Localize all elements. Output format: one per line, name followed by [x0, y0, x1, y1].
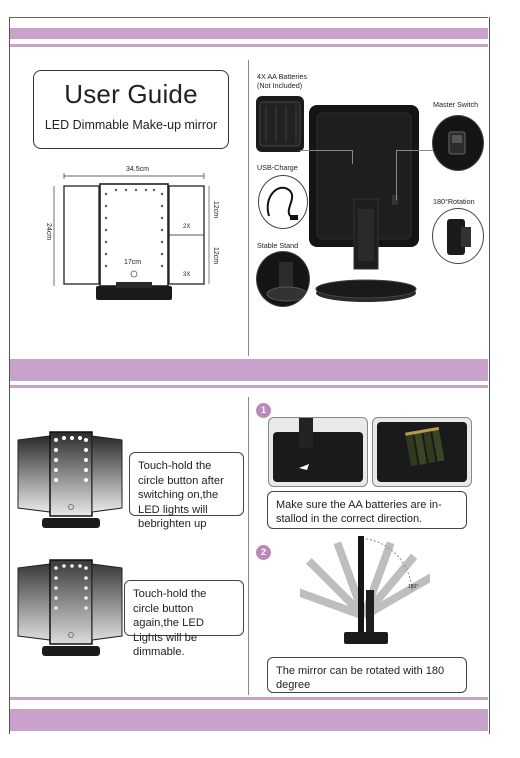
step-1-text: Make sure the AA batteries are in-stallo…: [267, 491, 467, 529]
mirror-dim-image: [16, 558, 124, 660]
leader-line-2: [300, 150, 352, 151]
bottom-band-thin: [10, 697, 488, 700]
leader-line-1: [352, 150, 353, 164]
top-rule: [10, 17, 488, 18]
center-width-label: 17cm: [124, 259, 142, 266]
page-frame: [9, 17, 490, 734]
title-box: User Guide LED Dimmable Make-up mirror: [33, 70, 229, 149]
power-switch-icon: [448, 131, 466, 155]
top-band-thin: [10, 44, 488, 47]
battery-cover-svg: [273, 418, 363, 482]
middle-band: [10, 359, 488, 381]
height-label: 24cm: [45, 222, 53, 241]
switch-photo: [432, 115, 484, 171]
mirror-back-view: [300, 95, 430, 305]
rotation-angle-label: 180°: [408, 584, 419, 590]
step-2-badge: 2: [256, 545, 271, 560]
page-subtitle: LED Dimmable Make-up mirror: [44, 118, 218, 132]
top-band: [10, 28, 488, 39]
step-2-text: The mirror can be rotated with 180 degre…: [267, 657, 467, 693]
stand-icon: [266, 262, 308, 302]
brighten-instruction: Touch-hold the circle button after switc…: [129, 452, 244, 530]
lower-right-dim-label: 12cm: [212, 246, 220, 265]
dimension-diagram: 34.5cm 24cm 17cm 12cm 12cm 2X 3X: [44, 166, 224, 316]
rotation-photo: [432, 208, 484, 264]
leader-line-3: [396, 150, 397, 200]
bottom-band: [10, 709, 488, 731]
step-1-badge: 1: [256, 403, 271, 418]
rotation-svg: [289, 536, 434, 644]
usb-cable-photo: [258, 175, 308, 229]
vertical-divider-top: [248, 60, 249, 356]
master-switch-label: Master Switch: [433, 100, 479, 109]
mirror-dim-svg: [17, 559, 123, 656]
usb-charge-label: USB-Charge: [257, 163, 298, 172]
mirror-bright-image: [16, 430, 124, 532]
leader-line-4: [396, 150, 433, 151]
mirror-outline-svg: [53, 173, 210, 300]
stand-photo: [256, 251, 310, 307]
battery-compartment-icon: [259, 101, 301, 147]
width-label: 34.5cm: [126, 166, 149, 173]
stable-stand-label: Stable Stand: [257, 241, 299, 250]
mag-2x-label: 2X: [183, 224, 191, 230]
battery-cover-photo: [268, 417, 368, 487]
dim-instruction: Touch-hold the circle button again,the L…: [124, 580, 244, 658]
battery-installed-photo: [372, 417, 472, 487]
battery-installed-svg: [377, 422, 467, 482]
upper-right-dim-label: 12cm: [212, 200, 220, 219]
mag-3x-label: 3X: [183, 272, 191, 278]
vertical-divider-bottom: [248, 397, 249, 695]
usb-cable-icon: [266, 186, 298, 220]
rotation-label: 180°Rotation: [433, 197, 475, 206]
rotation-diagram: 180°: [289, 532, 434, 650]
mirror-back-svg: [309, 105, 419, 302]
batteries-label: 4X AA Batteries (Not Included): [257, 72, 307, 90]
page-title: User Guide: [64, 79, 198, 109]
mirror-bright-svg: [17, 431, 123, 528]
hinge-icon: [447, 219, 471, 255]
batteries-photo: [256, 96, 304, 152]
middle-band-thin: [10, 385, 488, 388]
